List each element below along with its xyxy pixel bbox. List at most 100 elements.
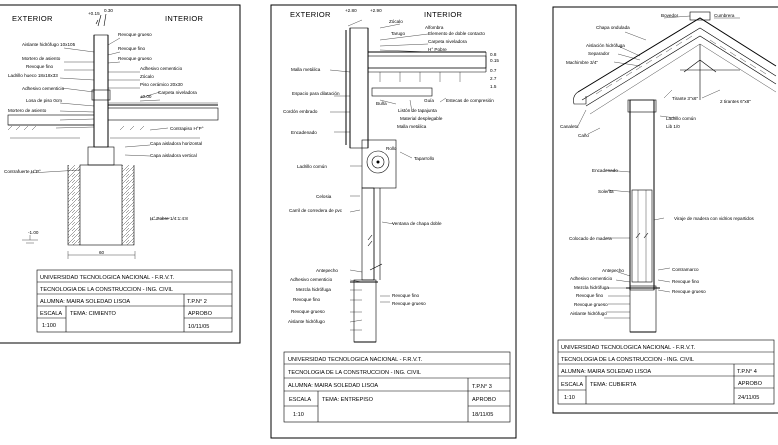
- sheet-2-student: ALUMNA: MAIRA SOLEDAD LISOA: [288, 383, 378, 389]
- sheet-1-frame: [0, 4, 241, 344]
- sheet-3-label-4: Separador: [588, 51, 610, 56]
- sheet-3-label-2: Cumbrera: [714, 13, 735, 18]
- sheet-3-label-0: Chapa ondulada: [596, 25, 630, 30]
- sheet-3-theme: TEMA: CUBIERTA: [590, 382, 637, 388]
- sheet-2-label-10: Material desplegable: [400, 116, 443, 121]
- sheet-3-frame: [552, 6, 778, 414]
- sheet-2-label-28: Aislante hidrófugo: [288, 319, 325, 324]
- sheet-2-label-25: Revoque fino: [293, 297, 321, 302]
- sheet-2-label-7: Cordón embrado: [283, 109, 318, 114]
- sheet-3-label-23: Aislante hidrófugo: [570, 311, 607, 316]
- sheet-3-label-11: Encadenado: [592, 168, 618, 173]
- sheet-2-label-11: Malla metálica: [397, 124, 427, 129]
- sheet-1-brick-wall: [93, 34, 109, 148]
- sheet-1-label-6: Revoque fino: [26, 64, 54, 69]
- sheet-1-label-8: Ladrillo hueco 18x18x33: [8, 73, 58, 78]
- sheet-3-label-8: Canaleta: [560, 124, 579, 129]
- sheet-2-label-8: Buña: [376, 101, 387, 106]
- sheet-2-label-0: Zócalo: [389, 19, 403, 24]
- sheet-2-label-22: Adhesivo cementicio: [290, 277, 333, 282]
- sheet-2-course: TECNOLOGIA DE LA CONSTRUCCION - ING. CIV…: [288, 370, 421, 376]
- sheet-2-lower-wall: [353, 279, 377, 343]
- sheet-1-status: APROBO: [188, 311, 213, 317]
- sheet-2-label-15: Estecas de compresión: [446, 98, 494, 103]
- sheet-3-label-17: Adhesivo cementicio: [570, 276, 613, 281]
- sheet-1-title-block: UNIVERSIDAD TECNOLOGICA NACIONAL - F.R.V…: [36, 269, 233, 333]
- sheet-2-frame: [270, 4, 517, 439]
- sheet-1-label-16: Capa aisladora vertical: [150, 153, 197, 158]
- sheet-3-title-block: UNIVERSIDAD TECNOLOGICA NACIONAL - F.R.V…: [557, 339, 775, 405]
- sheet-2-label-5: Malla metálica: [291, 67, 321, 72]
- sheet-1-interior-header: INTERIOR: [165, 14, 204, 23]
- sheet-2-label-30: +2.80: [345, 8, 357, 13]
- sheet-2-label-13: Taparrollo: [414, 156, 435, 161]
- sheet-3-label-21: Revoque fino: [576, 293, 604, 298]
- sheet-3-label-24: Lib 1/0: [666, 124, 680, 129]
- sheet-1-label-21: ±0.00: [140, 94, 152, 99]
- sheet-2-label-3: Carpeta niveladora: [428, 39, 467, 44]
- sheet-3-label-6: Tirante 3"x6": [672, 96, 698, 101]
- sheet-3-date: 24/11/05: [738, 395, 759, 401]
- sheet-1-label-12: Losa de piso 0cm: [26, 98, 62, 103]
- sheet-2-label-29: Alfombra: [425, 25, 444, 30]
- sheet-2-label-9: Listón de tapajunta: [398, 108, 437, 113]
- sheet-2-title-block: UNIVERSIDAD TECNOLOGICA NACIONAL - F.R.V…: [283, 351, 511, 423]
- sheet-1-label-11: Adhesivo cementicio: [22, 86, 65, 91]
- sheet-2-label-24: Revoque fino: [392, 293, 420, 298]
- sheet-3-university: UNIVERSIDAD TECNOLOGICA NACIONAL - F.R.V…: [561, 345, 696, 351]
- sheet-3-label-20: Revoque grueso: [672, 289, 706, 294]
- sheet-3-scale: 1:10: [564, 395, 575, 401]
- sheet-2-label-4: H° Pobre: [428, 47, 447, 52]
- sheet-3-gutter: [573, 91, 587, 105]
- sheet-3-label-18: Revoque fino: [672, 279, 700, 284]
- sheet-1-date: 10/11/05: [188, 324, 209, 330]
- sheet-3-tp-number: T.P.N° 4: [737, 369, 757, 375]
- sheet-1-label-18: H° Pobre 1/4:1:4:8: [150, 216, 188, 221]
- sheet-1-scale-label: ESCALA: [40, 311, 62, 317]
- sheet-1-exterior-header: EXTERIOR: [12, 14, 53, 23]
- sheet-1-label-1: Aislante hidrófugo 10x105: [22, 42, 76, 47]
- sheet-3-wall: [629, 99, 655, 291]
- sheet-2-label-32: 0.15: [490, 58, 499, 63]
- sheet-1-label-7: Zócalo: [140, 74, 154, 79]
- sheet-2-window-frame: [361, 187, 375, 281]
- sheet-1-label-20: 60: [99, 250, 105, 255]
- sheet-3-window: [631, 189, 653, 283]
- sheet-1-tp-number: T.P.N° 2: [187, 299, 207, 305]
- sheet-3-label-14: Colocado de madera: [569, 236, 612, 241]
- sheet-1-scale: 1:100: [42, 323, 56, 329]
- sheet-1-label-23: 0.30: [104, 8, 113, 13]
- sheet-2-university: UNIVERSIDAD TECNOLOGICA NACIONAL - F.R.V…: [288, 357, 423, 363]
- sheet-1-label-5: Adhesivo cementicio: [140, 66, 183, 71]
- sheet-3-roof-outline: [577, 17, 777, 93]
- sheet-1-label-2: Revoque fino: [118, 46, 146, 51]
- sheet-2-label-17: Guía: [424, 98, 434, 103]
- sheet-2-label-6: Espacio para dilatación: [292, 91, 340, 96]
- sheet-3-label-13: Viraje de madera con vidrios repartidos: [674, 216, 755, 221]
- sheet-1-university: UNIVERSIDAD TECNOLOGICA NACIONAL - F.R.V…: [40, 275, 175, 281]
- sheet-2-label-16: Rollo: [386, 146, 397, 151]
- sheet-2-upper-wall: [349, 27, 369, 149]
- sheet-2-interior-header: INTERIOR: [424, 10, 463, 19]
- sheet-2-status: APROBO: [472, 397, 497, 403]
- sheet-1-label-0: Revoque grueso: [118, 32, 152, 37]
- sheet-1-label-13: Mortero de asiento: [8, 108, 47, 113]
- sheet-1-label-19: -1.00: [28, 230, 39, 235]
- sheet-1-label-15: Capa aisladora horizontal: [150, 141, 202, 146]
- sheet-3-label-22: Revoque grueso: [574, 302, 608, 307]
- sheet-3-label-10: Caño: [578, 133, 589, 138]
- sheet-1-label-10: Carpeta niveladora: [158, 90, 197, 95]
- sheet-1-label-9: Piso cerámico 20x30: [140, 82, 183, 87]
- sheet-2-label-2: Elemento de doble contacto: [428, 31, 485, 36]
- sheet-2-label-33: 0.7: [490, 68, 497, 73]
- sheet-2-label-1: Tarugo: [391, 31, 405, 36]
- sheet-1-label-17: Contrafuerte H°P°: [4, 169, 41, 174]
- sheet-1-floor-slab: [107, 107, 219, 121]
- sheet-1-label-4: Revoque grueso: [118, 56, 152, 61]
- sheet-2-scale-label: ESCALA: [289, 397, 311, 403]
- sheet-1-label-14: Contrapiso H°P°: [170, 126, 204, 131]
- sheet-1-theme: TEMA: CIMIENTO: [70, 311, 117, 317]
- sheet-2-label-31: +2.90: [370, 8, 382, 13]
- sheet-3-label-5: Machimbre 3/4": [566, 60, 598, 65]
